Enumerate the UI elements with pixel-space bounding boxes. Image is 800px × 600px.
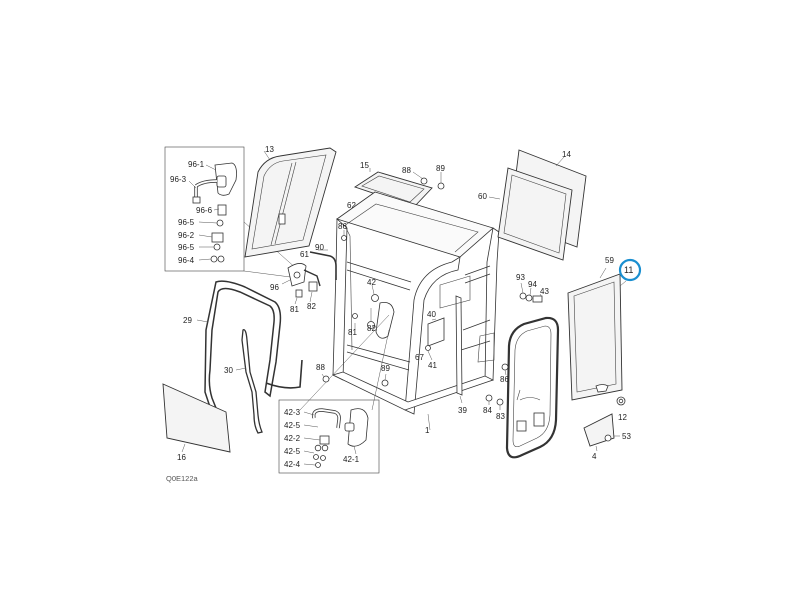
label-40: 40 — [427, 310, 436, 319]
label-12: 12 — [618, 413, 627, 422]
label-81-center: 81 — [348, 328, 357, 337]
label-42-5b: 42-5 — [284, 447, 301, 456]
label-41: 41 — [428, 361, 437, 370]
label-81-left: 81 — [290, 305, 299, 314]
label-94: 94 — [528, 280, 537, 289]
label-11: 11 — [624, 265, 633, 275]
label-42: 42 — [367, 278, 376, 287]
label-61: 61 — [300, 250, 309, 259]
label-53: 53 — [622, 432, 631, 441]
highlight-ring — [618, 258, 642, 282]
bolts-88-89-bottom — [321, 373, 389, 387]
label-42-5a: 42-5 — [284, 421, 301, 430]
label-42-2: 42-2 — [284, 434, 301, 443]
bolts-86-90 — [309, 230, 347, 280]
window-11 — [619, 280, 627, 287]
label-43: 43 — [540, 287, 549, 296]
label-30: 30 — [224, 366, 233, 375]
side-window-13 — [244, 147, 337, 258]
label-62: 62 — [347, 201, 356, 210]
label-67: 67 — [415, 353, 424, 362]
bolts-88-89-top — [412, 171, 445, 190]
panel-16 — [162, 383, 231, 453]
label-82-center: 82 — [367, 324, 376, 333]
label-15: 15 — [360, 161, 369, 170]
label-42-4: 42-4 — [284, 460, 301, 469]
mirror-42 — [299, 284, 395, 411]
label-96-2: 96-2 — [178, 231, 195, 240]
label-96-4: 96-4 — [178, 256, 195, 265]
highlight-callout-11[interactable]: 11 — [618, 258, 642, 282]
label-1: 1 — [425, 426, 430, 435]
detail-box-42 — [278, 399, 380, 474]
bolt-12 — [616, 396, 626, 406]
mirror-assembly-96 — [281, 263, 321, 305]
panel-40 — [427, 317, 445, 347]
label-86-door: 86 — [500, 375, 509, 384]
label-42-3: 42-3 — [284, 408, 301, 417]
label-86-top: 86 — [338, 222, 347, 231]
door-assembly — [485, 316, 560, 459]
label-42-1: 42-1 — [343, 455, 360, 464]
label-39: 39 — [458, 406, 467, 415]
label-96-1: 96-1 — [188, 160, 205, 169]
rear-window-60 — [488, 167, 573, 261]
label-88-bottom: 88 — [316, 363, 325, 372]
label-89-top: 89 — [436, 164, 445, 173]
label-90: 90 — [315, 243, 324, 252]
drawing-code: Q0E122a — [166, 474, 199, 483]
plate-4 — [583, 413, 620, 452]
label-14: 14 — [562, 150, 571, 159]
label-4: 4 — [592, 452, 597, 461]
seal-30 — [235, 329, 303, 434]
label-93: 93 — [516, 273, 525, 282]
label-29: 29 — [183, 316, 192, 325]
label-96-5a: 96-5 — [178, 218, 195, 227]
label-13: 13 — [265, 145, 274, 154]
label-84: 84 — [483, 406, 492, 415]
label-60: 60 — [478, 192, 487, 201]
cab-frame-1 — [331, 191, 500, 431]
detail-box-96 — [164, 146, 299, 279]
label-83: 83 — [496, 412, 505, 421]
seal-29 — [196, 280, 282, 409]
label-82-left: 82 — [307, 302, 316, 311]
label-96: 96 — [270, 283, 279, 292]
label-96-5b: 96-5 — [178, 243, 195, 252]
door-glass-59 — [567, 267, 623, 401]
label-59: 59 — [605, 256, 614, 265]
label-88-top: 88 — [402, 166, 411, 175]
bolts-67-41 — [425, 345, 433, 361]
bolts-93-94-43 — [519, 282, 543, 303]
label-89-bottom: 89 — [381, 364, 390, 373]
label-96-6: 96-6 — [196, 206, 213, 215]
label-96-3: 96-3 — [170, 175, 187, 184]
label-16: 16 — [177, 453, 186, 462]
